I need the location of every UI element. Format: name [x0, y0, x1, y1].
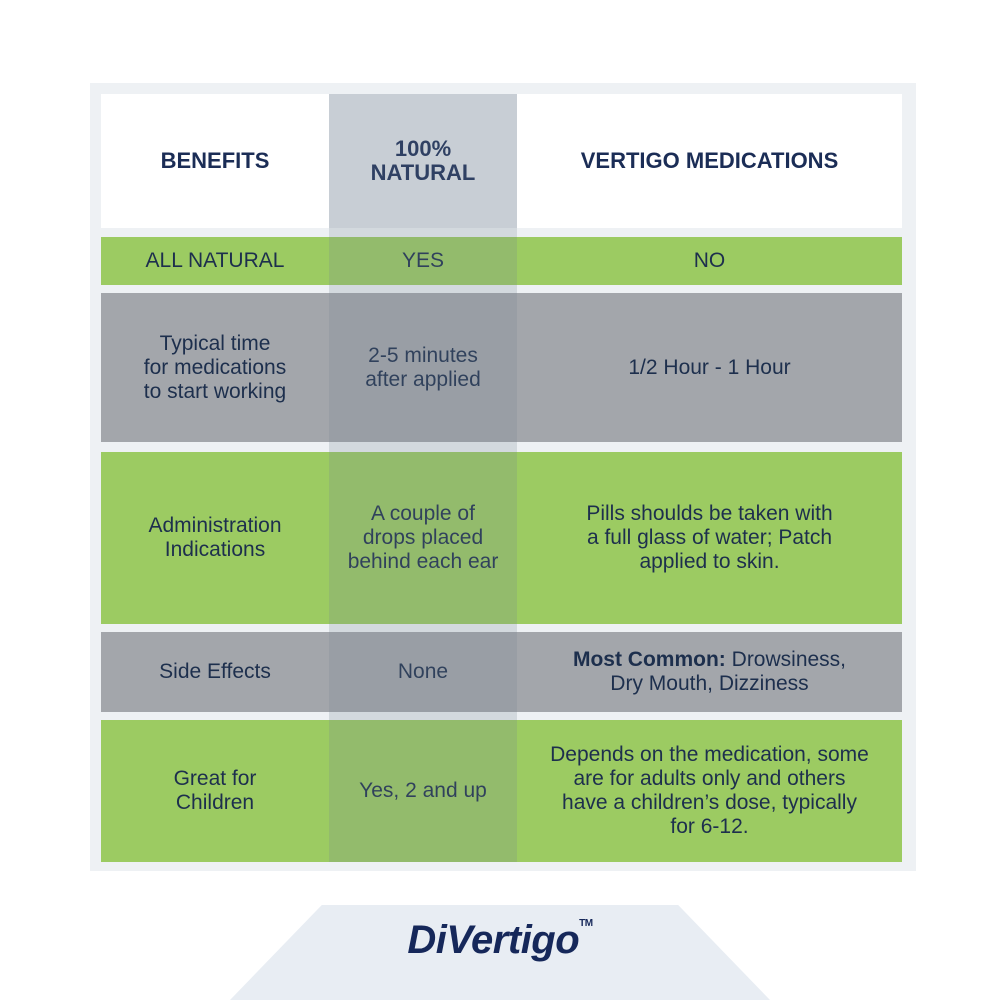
- header-natural: 100% NATURAL: [370, 136, 476, 185]
- medications-cell: Most Common: Drowsiness, Dry Mouth, Dizz…: [517, 632, 902, 712]
- logo-text: DiVertigo: [407, 918, 580, 962]
- table-header-row: BENEFITS 100% NATURAL VERTIGO MEDICATION…: [101, 94, 902, 228]
- natural-cell: 2-5 minutes after applied: [365, 343, 481, 391]
- medications-bold-label: Most Common:: [572, 648, 726, 671]
- benefit-cell: Side Effects: [159, 660, 271, 683]
- medications-cell: 1/2 Hour - 1 Hour: [628, 355, 791, 379]
- table-row: Typical time for medications to start wo…: [101, 293, 902, 442]
- medications-cell: NO: [693, 249, 726, 272]
- natural-cell: None: [397, 660, 449, 683]
- benefit-cell: Great for Children: [173, 767, 257, 814]
- header-highlight: [329, 94, 517, 228]
- logo-trademark: TM: [579, 918, 593, 929]
- medications-cell: Depends on the medication, some are for …: [550, 743, 869, 838]
- benefit-cell: Typical time for medications to start wo…: [143, 331, 287, 403]
- natural-cell: YES: [401, 249, 445, 272]
- medications-text: Drowsiness, Dry Mouth, Dizziness: [610, 648, 847, 695]
- header-medications: VERTIGO MEDICATIONS: [580, 148, 839, 173]
- table-row: Great for Children Yes, 2 and up Depends…: [101, 720, 902, 862]
- table-row: Administration Indications A couple of d…: [101, 452, 902, 624]
- natural-cell: Yes, 2 and up: [359, 779, 487, 802]
- table-row: ALL NATURAL YES NO: [101, 237, 902, 285]
- benefit-cell: ALL NATURAL: [145, 249, 285, 272]
- benefit-cell: Administration Indications: [148, 514, 282, 561]
- natural-cell: A couple of drops placed behind each ear: [347, 502, 499, 573]
- header-benefits: BENEFITS: [160, 148, 270, 173]
- medications-cell: Pills shoulds be taken with a full glass…: [586, 502, 833, 573]
- logo-backdrop: [230, 905, 770, 1000]
- brand-logo: DiVertigoTM: [0, 918, 1000, 963]
- table-row: Side Effects None Most Common: Drowsines…: [101, 632, 902, 712]
